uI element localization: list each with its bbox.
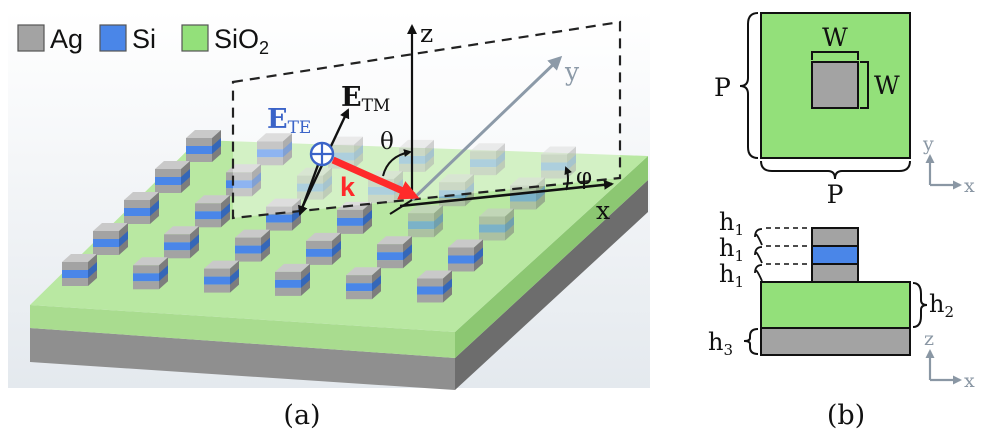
nanocube [93, 223, 128, 255]
nanocube [155, 161, 190, 193]
nanocube [257, 133, 292, 166]
panel-a: z y x θ φ ETM ETE k Ag Si SiO2 ( [8, 10, 650, 431]
top-view-y-label: y [922, 133, 934, 155]
ag-layer-side [455, 180, 648, 390]
h1-brace-3 [754, 264, 763, 282]
p-left-brace [739, 12, 759, 159]
cube-top-view [811, 61, 859, 109]
nanocube [124, 192, 159, 224]
ag-ground-side [760, 327, 911, 356]
sio2-layer-front [30, 305, 455, 358]
e-te-label: ETE [267, 104, 311, 138]
cube-ag-bottom-layer [811, 263, 859, 283]
h1-brace-1 [754, 228, 763, 246]
h2-label: h2 [929, 290, 954, 321]
legend: Ag Si SiO2 [17, 24, 269, 58]
h2-brace [912, 282, 928, 328]
e-te-out-of-plane-icon [309, 141, 335, 167]
nanocube [186, 130, 221, 162]
nanocube [195, 195, 230, 228]
y-axis [410, 55, 563, 202]
caption-b: (b) [827, 400, 865, 431]
nanocube [377, 236, 412, 269]
nanocube [297, 167, 332, 200]
w-side-label: W [874, 71, 900, 100]
nanocube [417, 270, 452, 303]
h3-brace [743, 328, 759, 355]
nanocube [337, 201, 372, 234]
nanocube [204, 260, 239, 293]
x-axis [399, 179, 614, 208]
legend-label-ag: Ag [50, 24, 83, 54]
legend-label-si: Si [132, 24, 156, 54]
panel-b: W W P P y x h1 h1 h1 h2 [708, 12, 975, 431]
nanocube [408, 205, 443, 238]
p-left-label: P [714, 73, 731, 102]
cube-si-layer [811, 245, 859, 265]
nanocube [470, 143, 505, 176]
h1-label-2: h1 [719, 234, 744, 265]
axis-y-label: y [564, 57, 580, 86]
nanocube [346, 267, 381, 300]
sio2-layer-side [455, 156, 648, 358]
phi-label: φ [576, 164, 592, 190]
cube-ag-top-layer [811, 227, 859, 247]
nanocube [479, 208, 514, 241]
axis-origin-tick [389, 199, 413, 215]
w-top-bracket [811, 51, 859, 60]
theta-label: θ [380, 129, 394, 155]
nanocube [164, 226, 199, 259]
nanocube [226, 164, 261, 197]
legend-swatch-sio2 [181, 24, 209, 52]
h1-label-1: h1 [719, 208, 744, 239]
k-vector [331, 156, 420, 200]
theta-arc [382, 149, 412, 177]
p-bottom-brace [760, 160, 911, 180]
nanocube [133, 257, 168, 290]
legend-swatch-ag [17, 24, 45, 52]
axis-x-label: x [596, 196, 610, 225]
legend-swatch-si [99, 24, 127, 52]
p-bottom-label: P [827, 180, 844, 209]
k-label: k [340, 172, 356, 202]
caption-a: (a) [283, 400, 320, 431]
nanocube [510, 177, 545, 210]
sio2-spacer-side [760, 281, 911, 329]
side-view-z-label: z [924, 328, 934, 350]
top-view-x-label: x [964, 175, 975, 197]
w-top-label: W [822, 23, 848, 52]
w-side-bracket [860, 61, 869, 109]
h3-label: h3 [708, 328, 733, 359]
legend-label-sio2: SiO2 [214, 24, 269, 58]
e-tm-label: ETM [341, 82, 390, 116]
phi-arc [564, 166, 572, 191]
nanocube [448, 239, 483, 272]
h1-label-3: h1 [719, 260, 744, 291]
nanocube [306, 232, 341, 265]
side-view-x-label: x [964, 370, 975, 392]
nanocube [62, 254, 97, 286]
nanocube [275, 263, 310, 296]
axis-z-label: z [420, 19, 433, 48]
incidence-plane [231, 20, 622, 220]
ag-layer-front [30, 328, 455, 390]
h1-brace-2 [754, 246, 763, 264]
nanocube-array [62, 130, 576, 303]
nanocube [235, 229, 270, 262]
